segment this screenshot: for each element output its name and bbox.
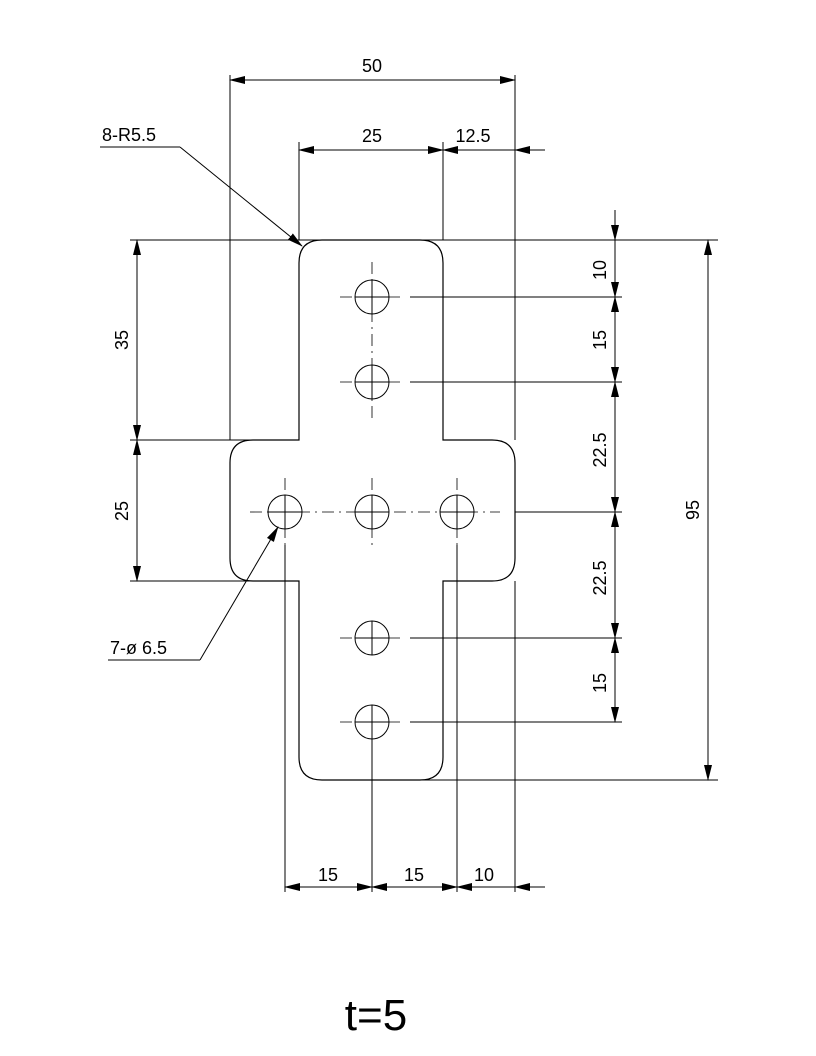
dimension-text: 15 (318, 865, 338, 885)
hole (354, 494, 390, 530)
dimension-text: 15 (590, 330, 610, 350)
holes (267, 279, 475, 740)
dimension-overall-height: 95 (683, 239, 712, 781)
fillet-callout-text: 8-R5.5 (102, 125, 156, 145)
hole (439, 494, 475, 530)
dimension-right-top-offset: 10 (590, 210, 619, 298)
dimension-right-hole-spacing-1: 15 (590, 296, 619, 383)
dimension-left-lower-height: 25 (112, 439, 141, 582)
dimension-right-spacing-2: 22.5 (590, 381, 619, 513)
hole (354, 620, 390, 656)
dimension-text: 10 (590, 260, 610, 280)
thickness-note: t=5 (345, 991, 407, 1040)
hole (267, 494, 303, 530)
dimension-text: 50 (362, 56, 382, 76)
hole-callout: 7-ø 6.5 (108, 526, 279, 661)
dimension-text: 22.5 (590, 432, 610, 467)
hole-callout-text: 7-ø 6.5 (110, 638, 167, 658)
dimension-text: 15 (404, 865, 424, 885)
fillet-callout: 8-R5.5 (100, 125, 303, 247)
dimension-text: 35 (112, 330, 132, 350)
dimension-bottom-spacing-3: 10 (456, 865, 545, 891)
dimension-bottom-spacing-1: 15 (284, 865, 373, 891)
dimension-text: 12.5 (455, 126, 490, 146)
dimension-text: 22.5 (590, 560, 610, 595)
extension-lines (130, 75, 718, 892)
dimension-text: 25 (112, 501, 132, 521)
dimension-left-upper-height: 35 (112, 239, 141, 441)
dimension-text: 15 (590, 673, 610, 693)
hole (354, 704, 390, 740)
dimension-top-right-offset: 12.5 (442, 126, 545, 154)
dimension-overall-width: 50 (229, 56, 516, 84)
dimension-right-hole-spacing-4: 15 (590, 637, 619, 723)
dimension-text: 25 (362, 126, 382, 146)
hole (354, 364, 390, 400)
hole (354, 279, 390, 315)
dimension-top-width: 25 (298, 126, 444, 154)
dimension-bottom-spacing-2: 15 (371, 865, 458, 891)
centerlines (250, 262, 500, 723)
dimension-text: 95 (683, 500, 703, 520)
dimension-text: 10 (474, 865, 494, 885)
dimension-right-spacing-3: 22.5 (590, 511, 619, 639)
